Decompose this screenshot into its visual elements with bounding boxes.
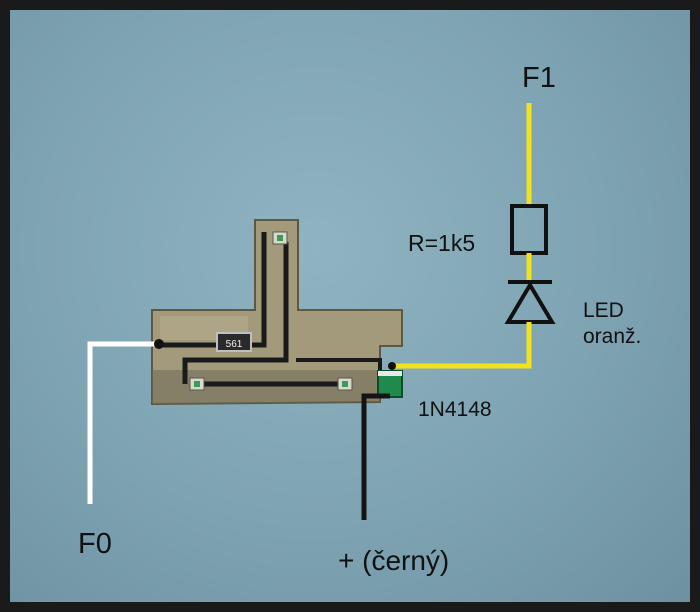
pcb-shadow: [152, 370, 380, 404]
f1-branch: [388, 103, 556, 370]
label-f1: F1: [522, 62, 556, 94]
smd-led-top-lens: [277, 235, 283, 241]
smd-resistor: [216, 332, 252, 352]
smd-led-right-lens: [342, 381, 348, 387]
label-led: LED oranž.: [583, 298, 641, 350]
solder-point-f0: [154, 339, 164, 349]
label-led-line2: oranž.: [583, 325, 642, 348]
trace-vertical: [160, 232, 267, 348]
label-plus: + (černý): [338, 545, 450, 576]
trace-vertical-2: [182, 242, 289, 384]
solder-point-f1: [388, 362, 396, 370]
label-resistor: R=1k5: [408, 230, 476, 256]
smd-led-left-lens: [194, 381, 200, 387]
label-f0: F0: [78, 528, 112, 560]
wire-plus: [361, 393, 390, 520]
wire-f1-bottom: [392, 322, 532, 369]
smd-resistor-code: 561: [226, 339, 243, 350]
wire-f0: [87, 341, 159, 504]
label-diode: 1N4148: [418, 398, 492, 421]
diode-band: [378, 371, 402, 376]
pcb-board: 561: [151, 219, 403, 406]
label-led-line1: LED: [583, 299, 624, 322]
resistor-symbol: [510, 204, 548, 255]
led-triangle: [504, 281, 556, 324]
